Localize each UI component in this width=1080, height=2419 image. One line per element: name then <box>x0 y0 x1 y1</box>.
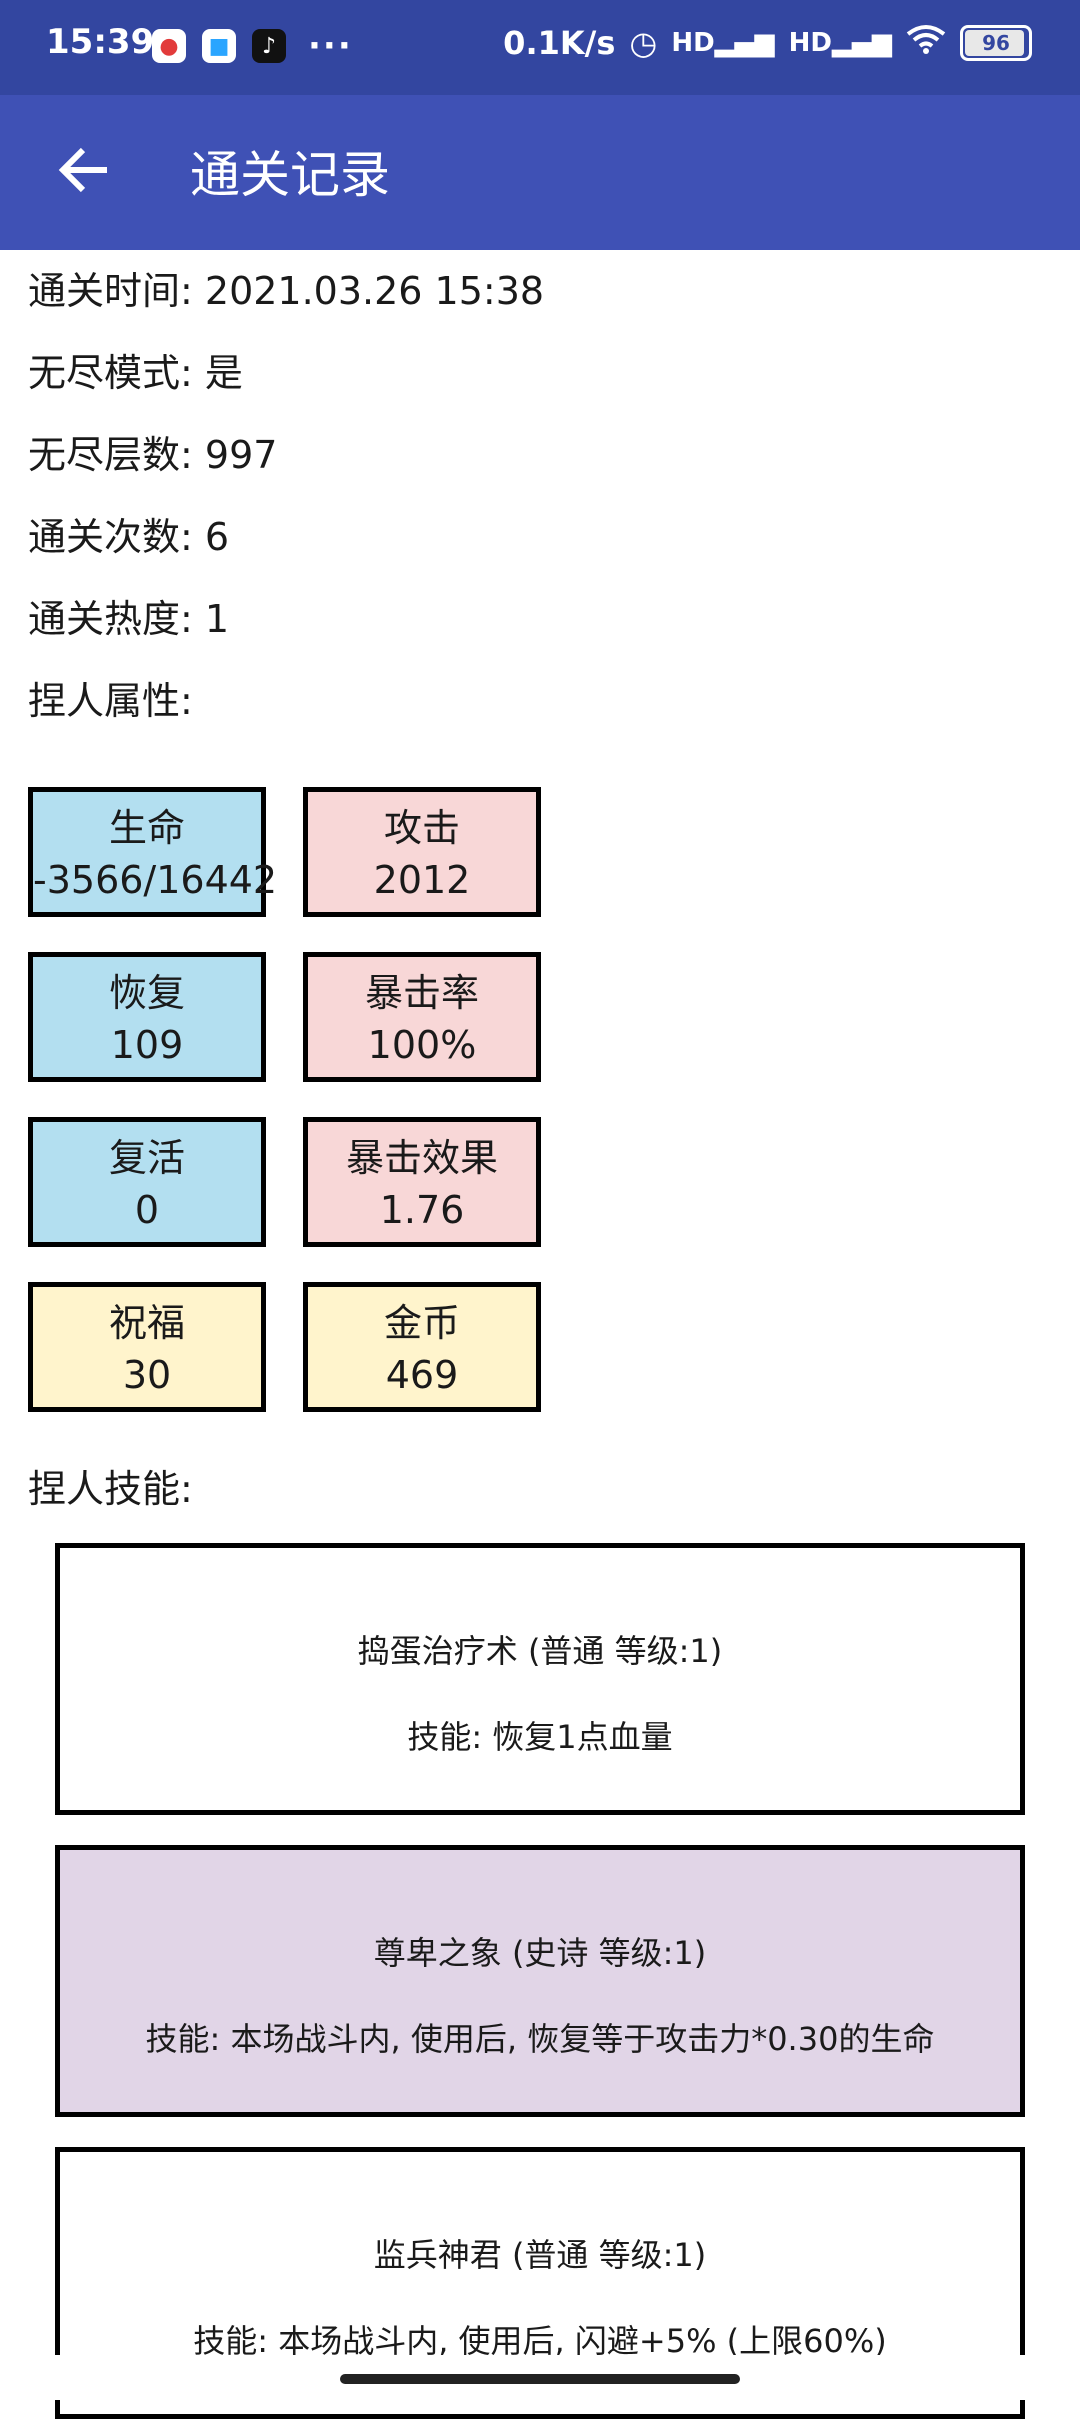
stat-name: 祝福 <box>108 1301 185 1345</box>
skill-desc: 技能: 本场战斗内, 使用后, 闪避+5% (上限60%) <box>193 2322 887 2360</box>
stat-value: 469 <box>385 1353 459 1397</box>
tiktok-app-icon: ♪ <box>252 29 286 63</box>
stat-name: 恢复 <box>108 971 185 1015</box>
skill-desc: 技能: 本场战斗内, 使用后, 恢复等于攻击力*0.30的生命 <box>145 2020 935 2058</box>
chat-app-icon: ■ <box>202 29 236 63</box>
info-row-clear-time: 通关时间: 2021.03.26 15:38 <box>28 269 545 313</box>
stat-card-revive: 复活 0 <box>28 1117 266 1247</box>
skill-card-1: 捣蛋治疗术 (普通 等级:1) 技能: 恢复1点血量 <box>55 1543 1025 1815</box>
info-row-endless-floors: 无尽层数: 997 <box>28 433 278 477</box>
signal-icon-1: HD▂▄▆ <box>671 28 775 58</box>
stat-value: -3566/16442 <box>33 858 278 902</box>
app-bar: 通关记录 <box>0 95 1080 250</box>
gesture-nav-bar[interactable] <box>340 2374 740 2384</box>
stat-card-regen: 恢复 109 <box>28 952 266 1082</box>
stat-name: 生命 <box>108 806 185 850</box>
info-row-attributes-label: 捏人属性: <box>28 679 193 723</box>
stat-name: 暴击率 <box>364 971 479 1015</box>
stat-card-blessing: 祝福 30 <box>28 1282 266 1412</box>
notification-icons: ● ■ ♪ ··· <box>152 26 353 66</box>
arrow-left-icon[interactable] <box>55 140 115 200</box>
battery-icon: 96 <box>960 25 1032 61</box>
stat-card-gold: 金币 469 <box>303 1282 541 1412</box>
stat-card-crit-effect: 暴击效果 1.76 <box>303 1117 541 1247</box>
wifi-icon <box>906 24 946 62</box>
stat-card-hp: 生命 -3566/16442 <box>28 787 278 917</box>
stat-value: 30 <box>122 1353 172 1397</box>
stat-value: 1.76 <box>379 1188 465 1232</box>
more-notifications-icon: ··· <box>308 26 353 66</box>
info-row-clear-count: 通关次数: 6 <box>28 515 230 559</box>
skills-label: 捏人技能: <box>28 1467 193 1511</box>
skill-title: 捣蛋治疗术 (普通 等级:1) <box>357 1632 723 1670</box>
stat-value: 109 <box>110 1023 184 1067</box>
stat-name: 金币 <box>383 1301 460 1345</box>
signal-icon-2: HD▂▄▆ <box>788 28 892 58</box>
page-title: 通关记录 <box>190 146 390 204</box>
stat-name: 暴击效果 <box>345 1136 498 1180</box>
skill-card-2: 尊卑之象 (史诗 等级:1) 技能: 本场战斗内, 使用后, 恢复等于攻击力*0… <box>55 1845 1025 2117</box>
skill-title: 监兵神君 (普通 等级:1) <box>373 2236 707 2274</box>
alarm-icon: ◷ <box>629 24 658 62</box>
record-info: 通关时间: 2021.03.26 15:38 无尽模式: 是 无尽层数: 997… <box>28 250 1058 742</box>
stat-card-crit-rate: 暴击率 100% <box>303 952 541 1082</box>
status-bar: 15:39 ● ■ ♪ ··· 0.1K/s ◷ HD▂▄▆ HD▂▄▆ 96 <box>0 0 1080 95</box>
map-app-icon: ● <box>152 29 186 63</box>
stat-name: 复活 <box>108 1136 185 1180</box>
info-row-endless-mode: 无尽模式: 是 <box>28 351 243 395</box>
status-time: 15:39 <box>46 22 155 62</box>
skill-desc: 技能: 恢复1点血量 <box>407 1718 673 1756</box>
stat-value: 100% <box>367 1023 477 1067</box>
info-row-clear-heat: 通关热度: 1 <box>28 597 230 641</box>
net-speed: 0.1K/s <box>503 24 616 62</box>
stat-card-attack: 攻击 2012 <box>303 787 541 917</box>
battery-level: 96 <box>982 31 1010 55</box>
stat-value: 0 <box>134 1188 160 1232</box>
status-right: 0.1K/s ◷ HD▂▄▆ HD▂▄▆ 96 <box>503 24 1032 62</box>
stat-name: 攻击 <box>383 806 460 850</box>
stat-value: 2012 <box>373 858 471 902</box>
skill-title: 尊卑之象 (史诗 等级:1) <box>373 1934 707 1972</box>
